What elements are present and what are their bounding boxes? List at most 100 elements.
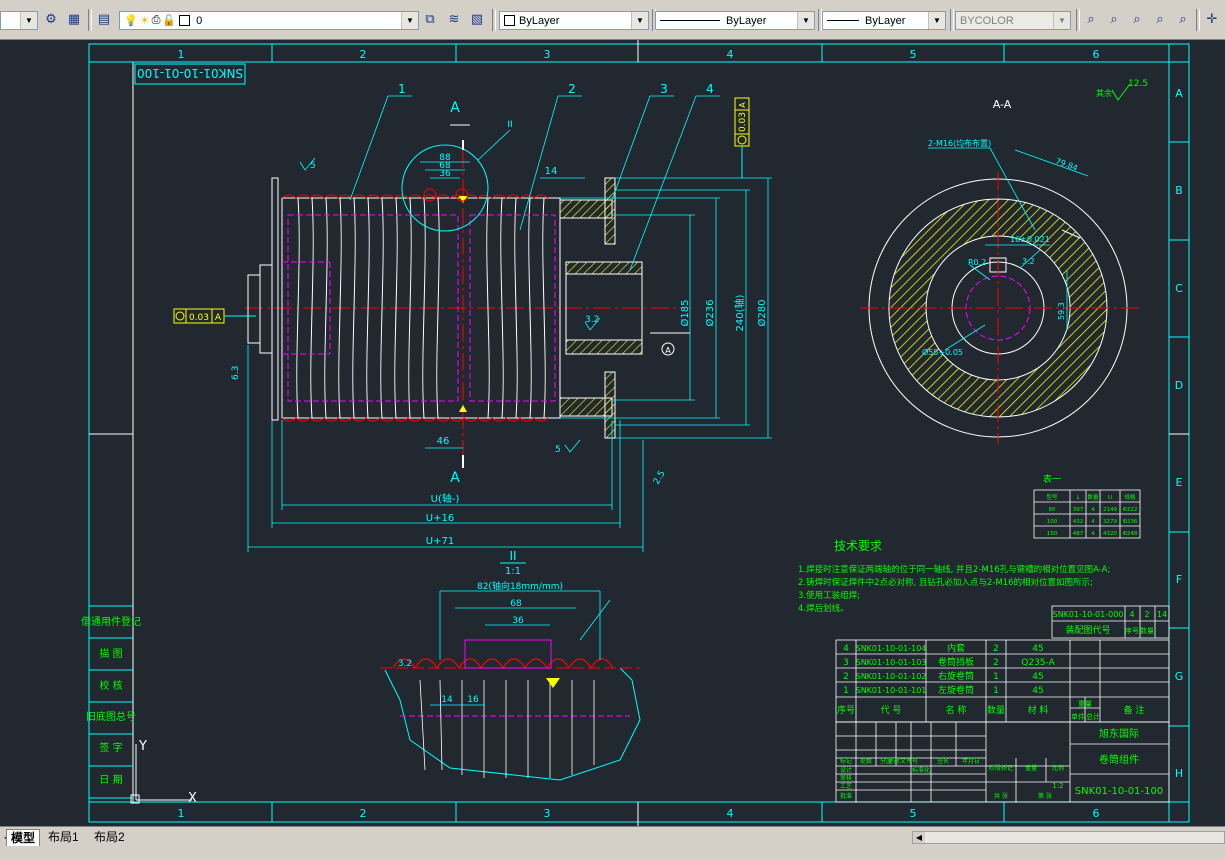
properties-toolbar: ▼ ⚙ ▦ ▤ 💡 ☀ ⎙ 🔓 0 ▼ ⧉ ≋ ▧ ByLayer ▼ ByLa…	[0, 0, 1225, 40]
gdt-tolerance: 0.03	[189, 313, 209, 323]
side-registration-table	[89, 605, 133, 799]
table-cell: 4	[1091, 519, 1095, 525]
layer-state-icon[interactable]: ▦	[67, 12, 81, 27]
section-aa-title: A-A	[993, 98, 1012, 111]
tech-line: 3.使用工装组焊;	[798, 590, 860, 601]
tab-layout1[interactable]: 布局1	[48, 830, 79, 844]
bom-header: 序号	[837, 704, 855, 716]
zoom-scale-icon[interactable]: ⌕	[1133, 12, 1141, 27]
part-balloons: 1 2 3 4	[398, 82, 714, 96]
table-cell: 4320	[1103, 531, 1117, 537]
chevron-down-icon: ▼	[1053, 12, 1070, 29]
leader-lines	[349, 95, 720, 271]
bom-cell: 2	[843, 672, 849, 682]
dim-46: 46	[437, 436, 450, 447]
table-cell: U	[1108, 495, 1112, 501]
bom-cell: 2	[993, 644, 999, 654]
table-cell: Φ236	[1123, 519, 1138, 525]
zoom-dynamic-icon[interactable]: ⌕	[1110, 12, 1118, 27]
bom-cell: 2	[993, 658, 999, 668]
lineweight-combo[interactable]: ByLayer ▼	[822, 11, 946, 30]
column-number: 2	[360, 48, 367, 61]
layer-manager-icon[interactable]: ▤	[97, 12, 111, 27]
technical-requirements: 技术要求 1.焊接时注意保证两端轴的位于同一轴线, 并且2-M16孔与键槽的相对…	[798, 539, 1110, 614]
roughness-value: 5	[310, 161, 316, 171]
detail-scale: 1:1	[505, 566, 521, 577]
table-cell: 150	[1047, 531, 1058, 537]
tech-line: 4.焊后划线。	[798, 603, 849, 614]
row-letter: F	[1176, 573, 1182, 586]
make-current-icon[interactable]: ⧉	[425, 12, 435, 27]
bom-cell: SNK01-10-01-103	[856, 658, 927, 667]
bom-weight-label: 重量	[1078, 700, 1092, 708]
bom-cell: 1	[993, 686, 999, 696]
title-role: 批准	[840, 792, 852, 800]
datum-symbol: A	[665, 346, 671, 355]
color-combo[interactable]: ByLayer ▼	[499, 11, 649, 30]
layer-combo[interactable]: 💡 ☀ ⎙ 🔓 0 ▼	[119, 11, 419, 30]
scroll-left-icon[interactable]: ◀	[913, 832, 925, 843]
column-number: 4	[727, 807, 734, 820]
dim-phi236: Ø236	[704, 300, 716, 327]
column-number: 3	[544, 807, 551, 820]
bom-header: 数量	[987, 704, 1005, 716]
bom-cell: 右旋卷筒	[938, 670, 974, 682]
assembly-label: 装配图代号	[1065, 624, 1110, 636]
dim-r32: 3.2	[1022, 257, 1035, 266]
detail-label: II	[507, 120, 512, 130]
table-cell: 数量	[1087, 493, 1099, 501]
groove-profile-bottom	[281, 417, 549, 422]
bom-cell: 45	[1032, 644, 1043, 654]
bom-cell: SNK01-10-01-104	[856, 644, 927, 653]
dim-u: U(轴-)	[431, 492, 460, 505]
table-cell: 487	[1073, 531, 1084, 537]
roughness-value: 2.5	[652, 469, 668, 486]
chevron-down-icon: ▼	[631, 12, 648, 29]
global-roughness: 12.5 其余	[1096, 79, 1148, 101]
side-label: 日 期	[99, 774, 122, 786]
layer-previous-icon[interactable]: ▧	[470, 12, 484, 27]
zoom-in-icon[interactable]: ⌕	[1156, 12, 1164, 27]
balloon: 3	[660, 82, 668, 96]
assembly-col: 数量	[1140, 626, 1154, 635]
drum-main-view: U(轴-) U+16 U+71 46 14 Ø185 Ø236 240(轴) Ø…	[173, 82, 772, 552]
model-space-canvas[interactable]: 1 2 3 4 5 6 1 2 3 4 5 6 A B C D E F G H …	[0, 40, 1225, 826]
detail-circle	[401, 144, 489, 232]
bom-cell: Q235-A	[1021, 658, 1055, 668]
tab-layout2[interactable]: 布局2	[94, 830, 125, 844]
row-letter: B	[1175, 184, 1183, 197]
dim-m16: 2-M16(均布布置)	[928, 138, 991, 148]
pan-icon[interactable]: ✛	[1206, 12, 1218, 27]
plotstyle-combo[interactable]: BYCOLOR ▼	[955, 11, 1071, 30]
dim-68: 68	[439, 161, 451, 171]
table-cell: 规格	[1124, 493, 1136, 501]
tech-line: 1.焊接时注意保证两端轴的位于同一轴线, 并且2-M16孔与键槽的相对位置见图A…	[798, 564, 1110, 575]
dim-phi185: Ø185	[679, 300, 691, 327]
roughness-value: 3.2	[585, 315, 599, 325]
zoom-out-icon[interactable]: ⌕	[1179, 12, 1187, 27]
bom-header: 名 称	[946, 704, 967, 716]
layer-settings-icon[interactable]: ⚙	[45, 12, 57, 27]
section-aa-view: A-A 2-M16(均布布置) 79.84 16±0.021 59.3 Ø55+…	[860, 79, 1148, 444]
title-sign-label: 处数	[860, 757, 872, 765]
roughness-symbols	[299, 157, 601, 453]
bom-header: 总计	[1086, 712, 1100, 721]
bom-cell: 卷筒挡板	[938, 656, 974, 668]
dim-59: 59.3	[1057, 302, 1066, 320]
rotated-code: SNK01-10-01-100	[137, 66, 243, 80]
workspace-combo[interactable]: ▼	[0, 11, 38, 30]
match-layer-icon[interactable]: ≋	[448, 12, 460, 27]
table-cell: 432	[1073, 519, 1084, 525]
column-number: 1	[178, 807, 185, 820]
horizontal-scrollbar[interactable]: ◀	[912, 831, 1225, 844]
tab-model[interactable]: 模型	[6, 829, 41, 846]
break-line	[384, 667, 641, 781]
assembly-qty: 2	[1144, 610, 1149, 619]
title-role: 共 张	[994, 792, 1008, 800]
bom-cell: 1	[993, 672, 999, 682]
column-number: 6	[1093, 807, 1100, 820]
side-labels: 借通用件登记 描 图 校 核 旧底图总号 签 字 日 期	[81, 615, 141, 786]
zoom-window-icon[interactable]: ⌕	[1087, 12, 1095, 27]
title-label: 比例	[1052, 764, 1064, 772]
linetype-combo[interactable]: ByLayer ▼	[655, 11, 815, 30]
